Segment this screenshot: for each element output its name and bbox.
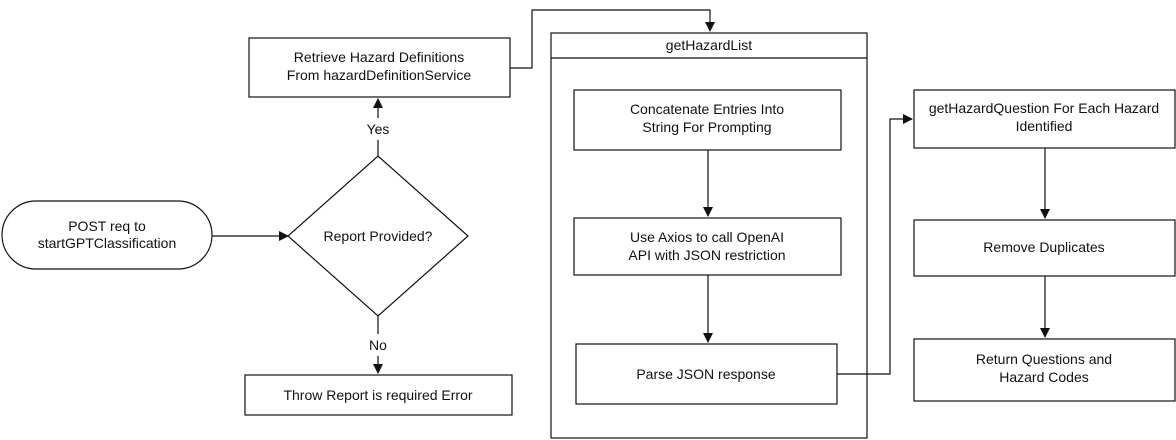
error-label: Throw Report is required Error: [283, 387, 472, 403]
dedupe-box: [913, 219, 1176, 277]
return-node: Return Questions and Hazard Codes: [913, 338, 1176, 402]
concat-node: Concatenate Entries Into String For Prom…: [573, 89, 842, 151]
question-label-line1: getHazardQuestion For Each Hazard: [929, 100, 1159, 116]
decision-label: Report Provided?: [324, 228, 433, 244]
parse-box: [575, 343, 838, 405]
dedupe-label: Remove Duplicates: [983, 239, 1104, 255]
decision-diamond-shape: [287, 155, 469, 317]
retrieve-node: Retrieve Hazard Definitions From hazardD…: [248, 37, 511, 98]
retrieve-label-line2: From hazardDefinitionService: [287, 67, 472, 83]
axios-node: Use Axios to call OpenAI API with JSON r…: [573, 217, 842, 276]
start-node: POST req to startGPTClassification: [1, 200, 213, 270]
retrieve-label-line1: Retrieve Hazard Definitions: [294, 49, 464, 65]
error-box: [244, 374, 513, 416]
container-title: getHazardList: [666, 37, 752, 53]
parse-label: Parse JSON response: [636, 366, 775, 382]
edge-parse-to-question: [837, 114, 913, 375]
concat-label-line1: Concatenate Entries Into: [630, 101, 784, 117]
start-label-line1: POST req to: [68, 218, 146, 234]
return-box: [913, 338, 1176, 402]
question-node: getHazardQuestion For Each Hazard Identi…: [913, 89, 1176, 149]
axios-label-line1: Use Axios to call OpenAI: [630, 229, 784, 245]
start-label-line2: startGPTClassification: [38, 235, 176, 251]
axios-box: [573, 217, 842, 276]
edge-label-no: No: [369, 337, 387, 353]
error-node: Throw Report is required Error: [244, 374, 513, 416]
parse-node: Parse JSON response: [575, 343, 838, 405]
dedupe-node: Remove Duplicates: [913, 219, 1176, 277]
concat-box: [573, 89, 842, 151]
edge-retrieve-to-container: [510, 9, 715, 69]
gethazardlist-container: getHazardList: [550, 32, 868, 439]
return-label-line2: Hazard Codes: [999, 369, 1089, 385]
start-terminal-shape: [1, 200, 213, 270]
edge-label-yes: Yes: [367, 121, 390, 137]
connectors: [212, 9, 1050, 375]
question-box: [913, 89, 1176, 149]
concat-label-line2: String For Prompting: [642, 119, 771, 135]
retrieve-box: [248, 37, 511, 98]
decision-node: Report Provided?: [287, 155, 469, 317]
container-frame: [550, 32, 868, 439]
axios-label-line2: API with JSON restriction: [628, 247, 785, 263]
question-label-line2: Identified: [1016, 118, 1073, 134]
return-label-line1: Return Questions and: [976, 351, 1112, 367]
